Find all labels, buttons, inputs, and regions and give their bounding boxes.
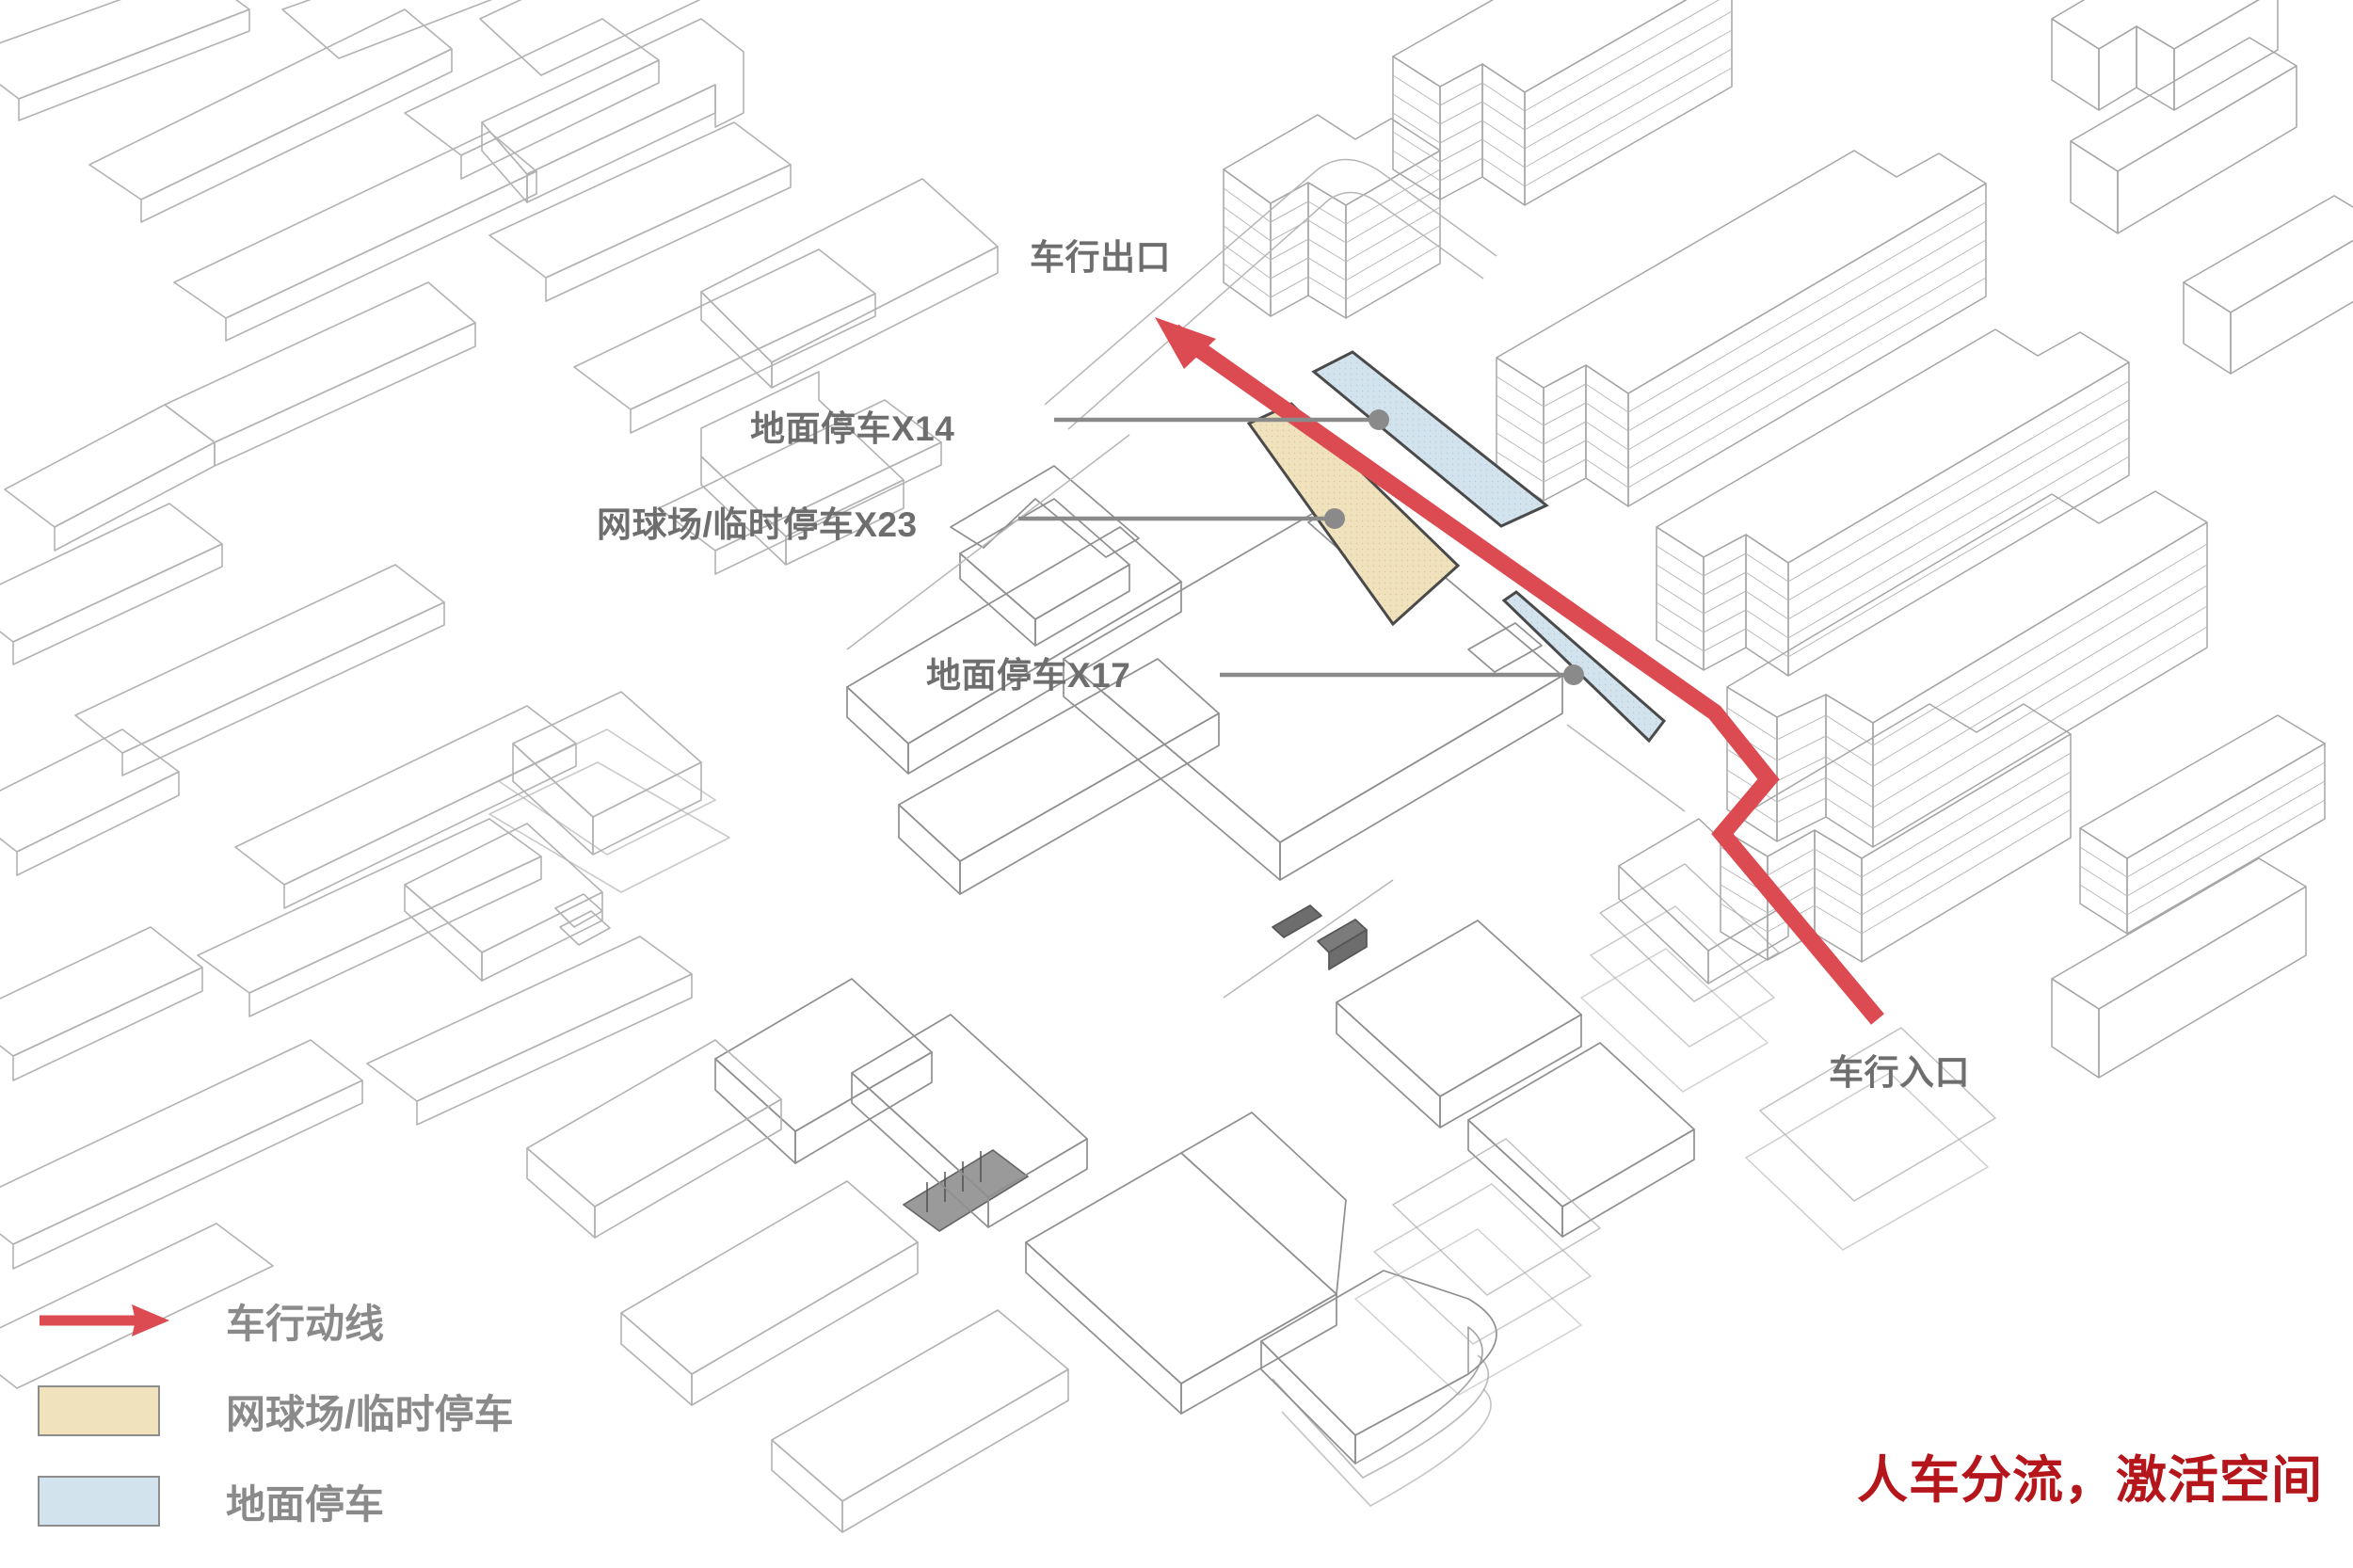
legend-label-parking: 地面停车 (226, 1481, 385, 1527)
legend-label-tennis: 网球场/临时停车 (226, 1391, 514, 1436)
legend-item-route[interactable]: 车行动线 (38, 1275, 514, 1366)
legend-label-route: 车行动线 (226, 1301, 385, 1346)
tennis-swatch-icon (38, 1385, 160, 1436)
map-label-ground-parking-17: 地面停车X17 (926, 656, 1131, 695)
zone-ground-parking-14[interactable] (1311, 350, 1549, 528)
legend-key-parking-swatch (38, 1476, 174, 1527)
route-arrow-icon (40, 1304, 169, 1336)
map-label-vehicle-exit: 车行出口 (1030, 238, 1171, 277)
legend-item-tennis[interactable]: 网球场/临时停车 (38, 1366, 514, 1456)
zone-ground-parking-17[interactable] (1501, 590, 1667, 744)
legend: 车行动线 网球场/临时停车 地面停车 (38, 1275, 514, 1546)
leader-lines (1018, 409, 1584, 685)
legend-item-parking[interactable]: 地面停车 (38, 1456, 514, 1546)
context-buildings-bottom-left (526, 1039, 1069, 1533)
vehicle-route-path[interactable] (1155, 317, 1884, 1025)
legend-key-route-arrow (38, 1302, 174, 1339)
parking-swatch-icon (38, 1476, 160, 1527)
map-label-vehicle-entrance: 车行入口 (1829, 1053, 1970, 1092)
map-label-ground-parking-14: 地面停车X14 (750, 409, 955, 448)
central-campus-buildings (714, 465, 1695, 1507)
context-buildings-left-mid (404, 0, 999, 982)
slogan-title: 人车分流，激活空间 (1857, 1452, 2323, 1509)
legend-key-tennis-swatch (38, 1385, 174, 1436)
map-label-tennis-court-23: 网球场/临时停车X23 (597, 505, 918, 544)
road-kerb-lines (846, 158, 1686, 999)
